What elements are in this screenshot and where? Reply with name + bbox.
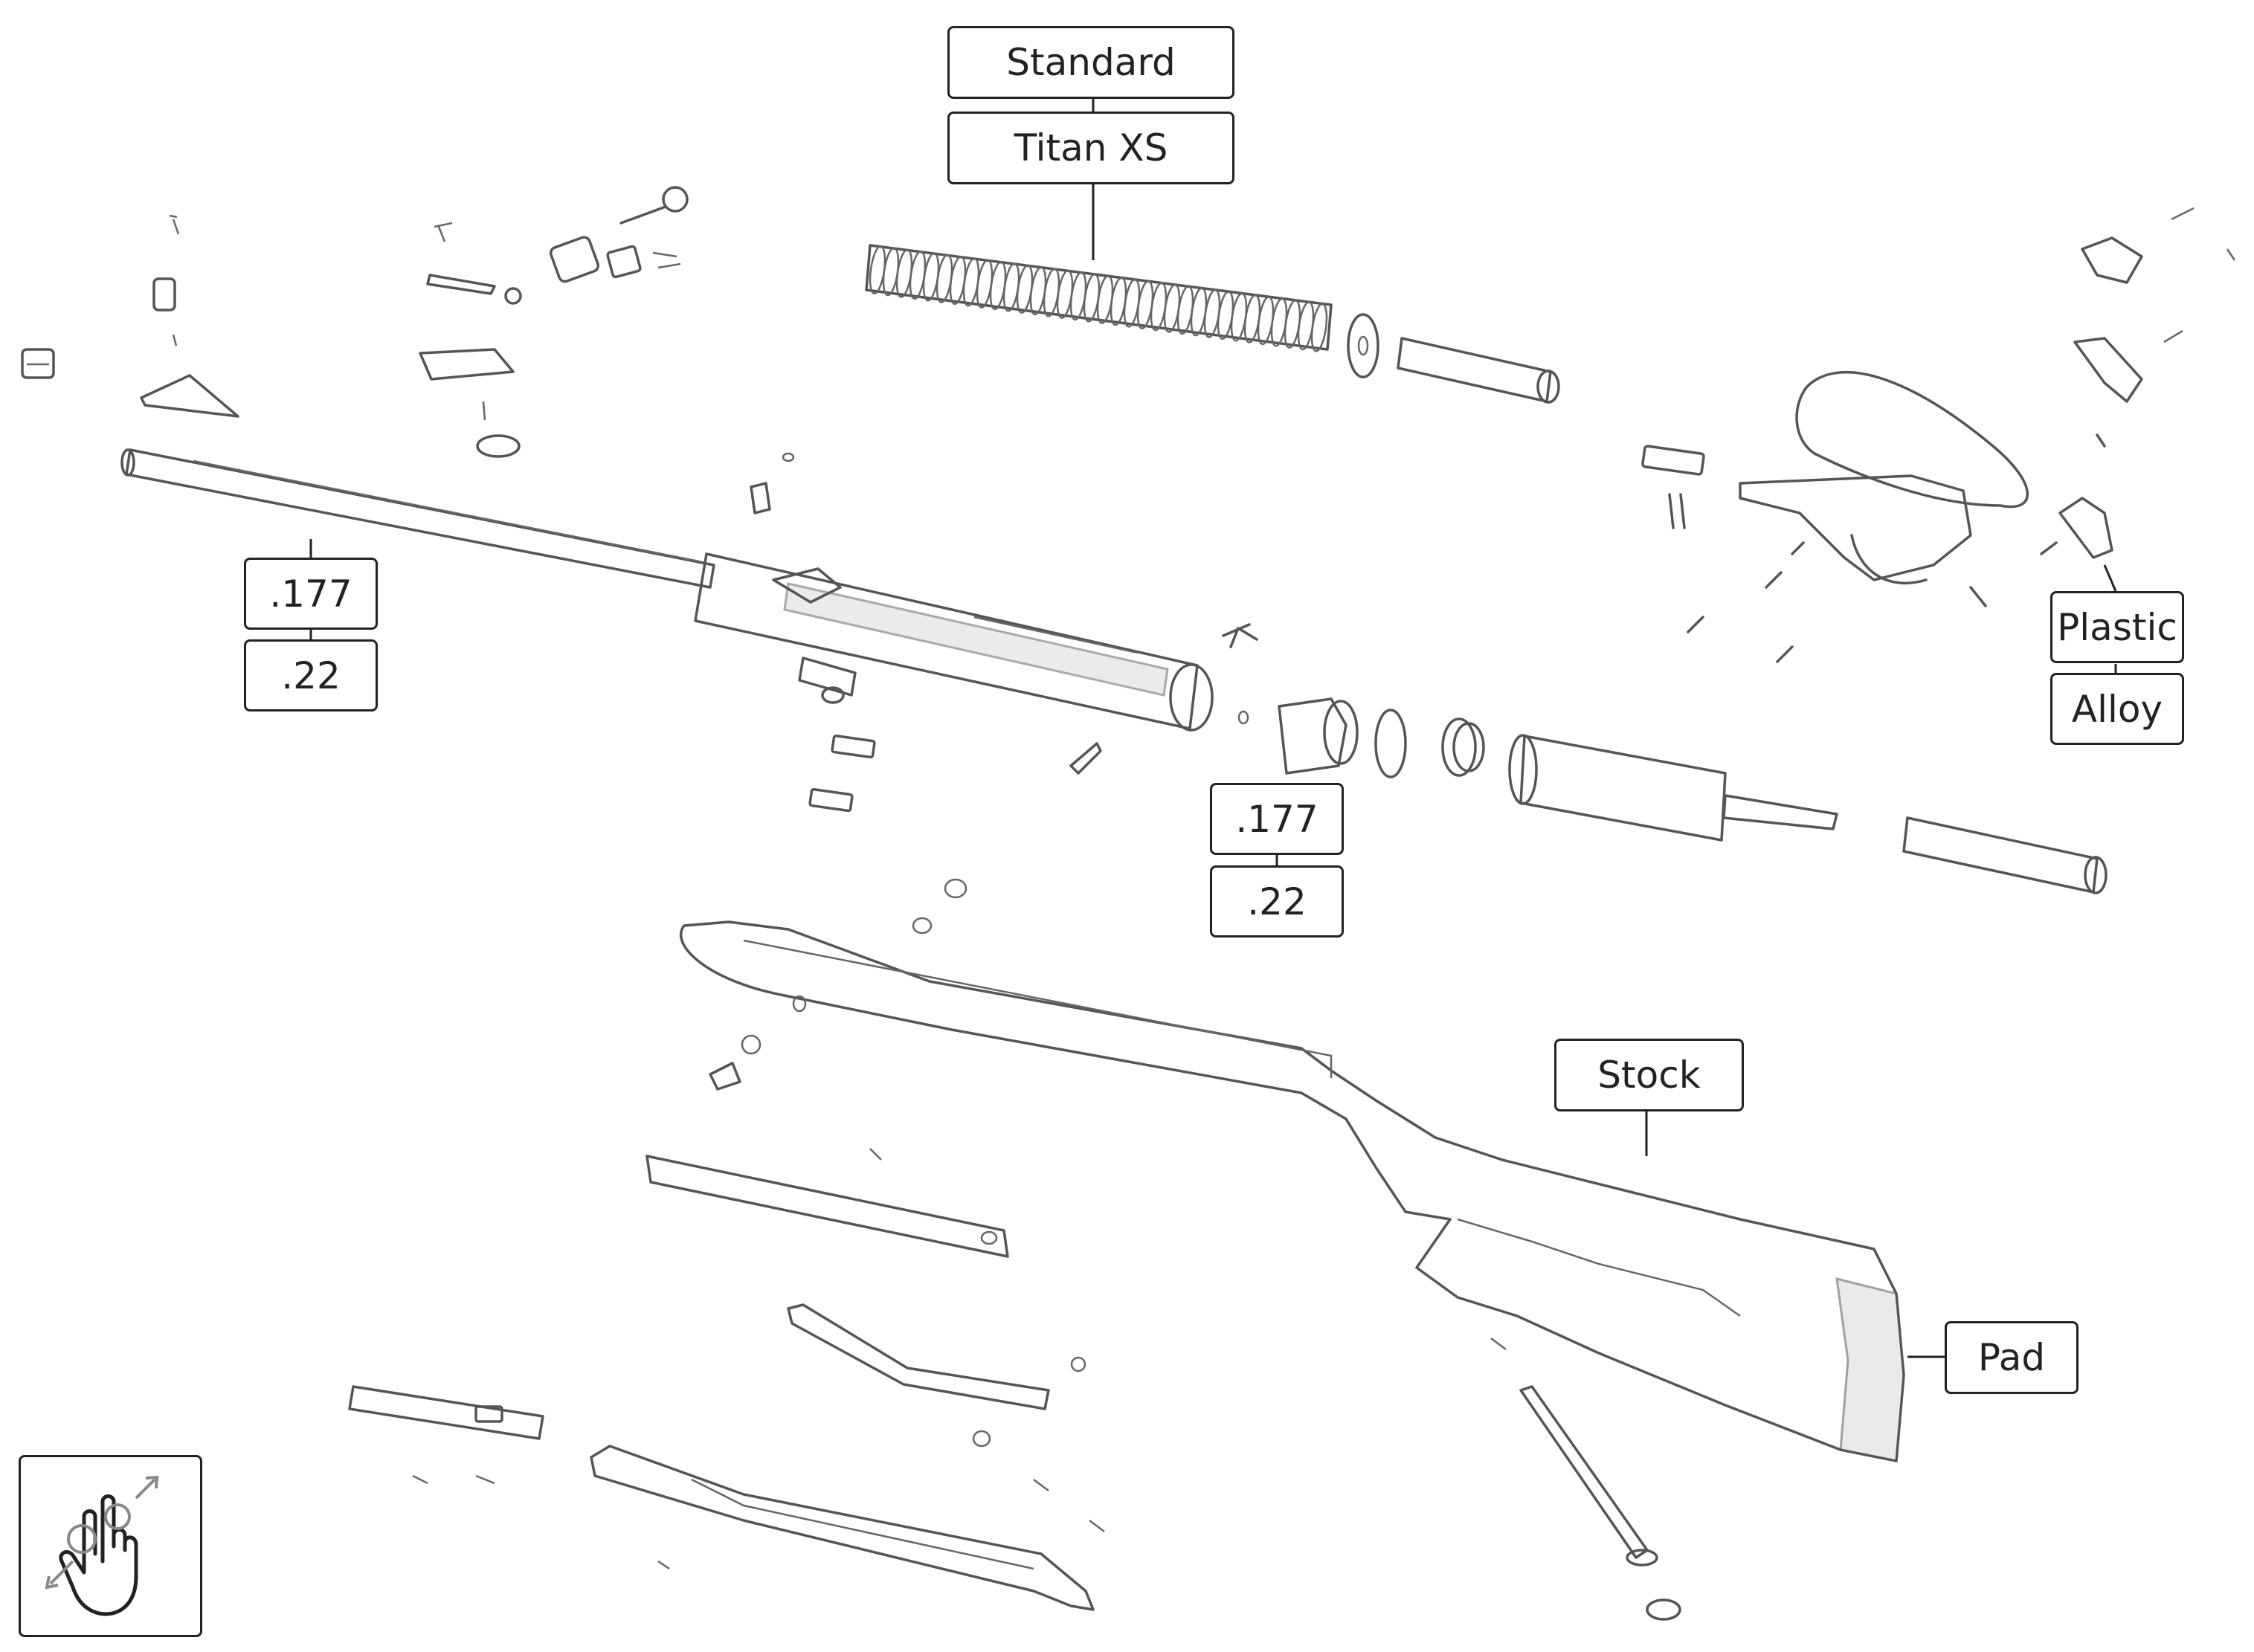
pivot-block[interactable] <box>798 656 857 704</box>
spring-washer[interactable] <box>1347 313 1379 378</box>
safety-slide[interactable] <box>348 1385 544 1440</box>
label-barrel-22[interactable]: .22 <box>244 639 378 712</box>
trigger-guard-rail[interactable] <box>645 1155 1009 1258</box>
cocking-tube[interactable] <box>1902 816 2108 894</box>
spring-coil <box>1310 303 1328 352</box>
trigger-pins[interactable] <box>1668 433 2106 663</box>
piston-seal-ring[interactable] <box>1374 709 1407 778</box>
label-trigger-alloy[interactable]: Alloy <box>2050 673 2184 745</box>
barrel[interactable] <box>120 448 715 589</box>
front-sight-hood[interactable] <box>21 348 55 379</box>
label-pad[interactable]: Pad <box>1945 1321 2078 1394</box>
label-stock[interactable]: Stock <box>1554 1039 1744 1111</box>
cocking-lever[interactable] <box>590 1445 1095 1611</box>
small-pins[interactable] <box>750 452 1258 813</box>
spring-guide[interactable] <box>1397 337 1560 404</box>
stock[interactable] <box>679 920 1905 1462</box>
trigger-block[interactable] <box>1739 370 2029 584</box>
trigger-blades[interactable] <box>2058 207 2236 559</box>
receiver-tube[interactable] <box>694 552 1214 732</box>
piston-washer[interactable] <box>1441 717 1485 777</box>
label-mainspring-standard[interactable]: Standard <box>947 26 1234 99</box>
cocking-link[interactable] <box>787 1303 1050 1410</box>
label-barrel-177[interactable]: .177 <box>244 558 378 630</box>
mainspring[interactable] <box>865 244 1333 352</box>
label-transfer-22[interactable]: .22 <box>1210 865 1344 938</box>
stock-screw[interactable] <box>1490 1338 1681 1621</box>
small-screws[interactable] <box>412 878 1105 1570</box>
label-mainspring-titan-xs[interactable]: Titan XS <box>947 112 1234 184</box>
rear-sight-assembly[interactable] <box>419 186 689 458</box>
label-transfer-177[interactable]: .177 <box>1210 783 1344 855</box>
transfer-port[interactable] <box>1278 697 1359 775</box>
front-sight-blade[interactable] <box>140 374 239 418</box>
piston[interactable] <box>1508 734 1838 842</box>
butt-pad[interactable] <box>1835 1277 1905 1462</box>
pinch-zoom-gesture-icon <box>45 1475 159 1616</box>
label-trigger-plastic[interactable]: Plastic <box>2050 591 2184 663</box>
trigger-spacer[interactable] <box>1641 445 1705 476</box>
front-sight-screws[interactable] <box>152 214 180 346</box>
zoom-hint-button[interactable] <box>19 1455 202 1637</box>
